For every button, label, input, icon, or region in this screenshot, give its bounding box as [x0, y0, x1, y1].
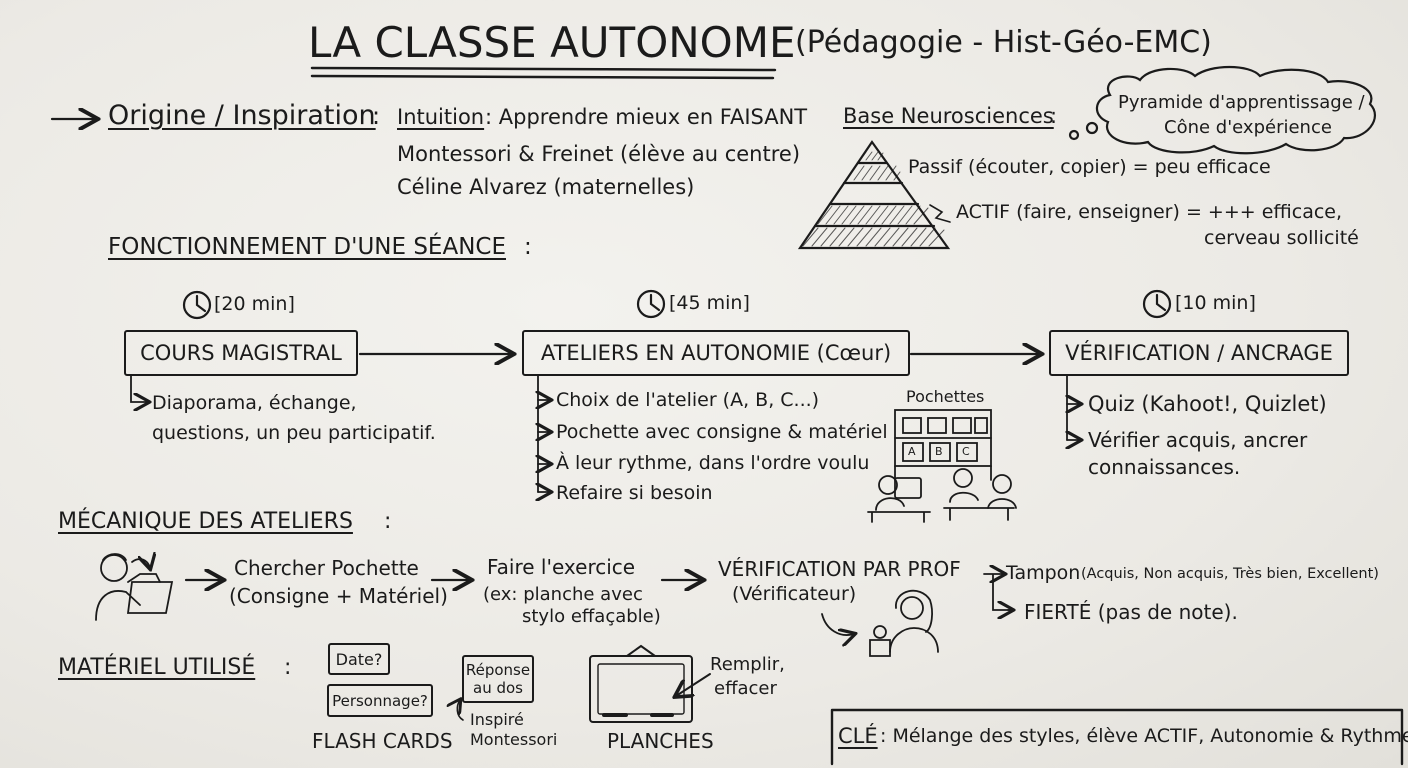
origin-line-2: Montessori & Freinet (élève au centre) — [397, 142, 801, 166]
verif-arrow — [821, 613, 854, 635]
note-hook-1 — [130, 375, 148, 402]
mech-step-1-line-1: Chercher Pochette — [234, 556, 419, 580]
student-folder-illustration — [95, 554, 174, 621]
step-1-box: COURS MAGISTRAL — [124, 330, 358, 376]
flash-card-answer-line-1: Réponse — [465, 661, 531, 679]
cloud-bubble-medium — [1085, 121, 1099, 135]
material-heading: MATÉRIEL UTILISÉ — [58, 655, 256, 680]
planche-note-2: effacer — [714, 678, 777, 699]
flash-card-personnage-text: Personnage? — [332, 691, 428, 710]
shelf-letter-a: A — [908, 445, 916, 458]
mechanics-colon: : — [384, 509, 392, 534]
clock-icon-1 — [182, 290, 212, 320]
intuition-label: Intuition — [397, 105, 485, 129]
neuro-active-1: ACTIF (faire, enseigner) = +++ efficace, — [956, 201, 1343, 223]
step-3-note-2: Vérifier acquis, ancrer — [1088, 428, 1308, 452]
page-subtitle: (Pédagogie - Hist-Géo-EMC) — [795, 25, 1212, 60]
flash-card-answer: Réponse au dos — [462, 655, 534, 703]
mech-step-3-line-1: VÉRIFICATION PAR PROF — [718, 557, 961, 581]
step-1-time: [20 min] — [214, 293, 295, 315]
mech-step-1-line-2: (Consigne + Matériel) — [229, 584, 448, 608]
flash-card-personnage: Personnage? — [327, 684, 433, 717]
flash-card-date-text: Date? — [335, 649, 383, 669]
teacher-illustration — [869, 589, 939, 657]
planches-label: PLANCHES — [607, 729, 714, 753]
flash-card-date: Date? — [328, 643, 390, 675]
shelf-letter-b: B — [935, 445, 943, 458]
session-colon: : — [524, 234, 532, 260]
step-1-title: COURS MAGISTRAL — [140, 341, 342, 365]
key-label: CLÉ — [838, 724, 878, 748]
pochettes-label: Pochettes — [906, 387, 985, 406]
session-heading: FONCTIONNEMENT D'UNE SÉANCE — [108, 234, 506, 260]
tampon-label: Tampon — [1006, 562, 1081, 584]
neuro-colon: : — [1050, 104, 1058, 128]
step-2-box: ATELIERS EN AUTONOMIE (Cœur) — [522, 330, 910, 376]
pochettes-shelf — [894, 409, 992, 481]
cloud-text-1: Pyramide d'apprentissage / — [1118, 92, 1365, 113]
step-1-note-2: questions, un peu participatif. — [152, 422, 436, 444]
origin-line-3: Céline Alvarez (maternelles) — [397, 175, 695, 199]
step-3-note-1: Quiz (Kahoot!, Quizlet) — [1088, 392, 1327, 416]
shelf-letter-c: C — [962, 445, 970, 458]
title-underline — [310, 66, 777, 80]
step-3-note-3: connaissances. — [1088, 455, 1241, 479]
neuro-heading: Base Neurosciences — [843, 104, 1054, 128]
step-3-time: [10 min] — [1175, 292, 1256, 314]
key-box — [830, 708, 1404, 766]
mech-step-2-line-1: Faire l'exercice — [487, 555, 636, 579]
origin-colon: : — [372, 102, 381, 130]
planche-note-1: Remplir, — [710, 654, 785, 675]
key-text: : Mélange des styles, élève ACTIF, Auton… — [880, 725, 1408, 747]
inspire-arrow — [457, 700, 464, 721]
clock-icon-2 — [636, 289, 666, 319]
cloud-bubble-small — [1068, 129, 1080, 141]
mechanics-heading: MÉCANIQUE DES ATELIERS — [58, 509, 353, 534]
step-2-time: [45 min] — [669, 292, 750, 314]
intuition-text: : Apprendre mieux en FAISANT — [485, 105, 808, 129]
neuro-passive: Passif (écouter, copier) = peu efficace — [908, 156, 1271, 178]
thought-cloud — [1095, 66, 1376, 155]
mech-step-2-line-2: (ex: planche avec — [483, 584, 643, 605]
inspire-line-1: Inspiré — [470, 710, 524, 729]
students-illustration — [867, 468, 1017, 523]
planche-illustration — [589, 644, 711, 723]
step-2-note-1: Choix de l'atelier (A, B, C...) — [556, 389, 820, 411]
material-colon: : — [284, 655, 292, 680]
step-3-box: VÉRIFICATION / ANCRAGE — [1049, 330, 1349, 376]
origin-heading: Origine / Inspiration — [108, 100, 376, 131]
inspire-line-2: Montessori — [470, 730, 558, 749]
mech-step-2-line-3: stylo effaçable) — [522, 606, 661, 627]
pyramid — [797, 140, 951, 250]
step-2-note-2: Pochette avec consigne & matériel — [556, 421, 888, 443]
cloud-text-2: Cône d'expérience — [1164, 117, 1332, 138]
mech-step-3-line-2: (Vérificateur) — [732, 583, 857, 605]
flash-card-answer-line-2: au dos — [473, 679, 523, 697]
page-title: LA CLASSE AUTONOME — [308, 18, 796, 67]
step-2-title: ATELIERS EN AUTONOMIE (Cœur) — [540, 341, 892, 365]
tampon-detail: (Acquis, Non acquis, Très bien, Excellen… — [1081, 566, 1379, 582]
flash-cards-label: FLASH CARDS — [312, 729, 453, 753]
step-2-note-4: Refaire si besoin — [556, 482, 713, 504]
clock-icon-3 — [1142, 289, 1172, 319]
step-1-note-1: Diaporama, échange, — [152, 392, 357, 414]
fierte-text: FIERTÉ (pas de note). — [1024, 600, 1238, 624]
step-2-note-3: À leur rythme, dans l'ordre voulu — [556, 452, 870, 474]
neuro-active-2: cerveau sollicité — [1204, 227, 1359, 249]
step-3-title: VÉRIFICATION / ANCRAGE — [1065, 341, 1333, 365]
